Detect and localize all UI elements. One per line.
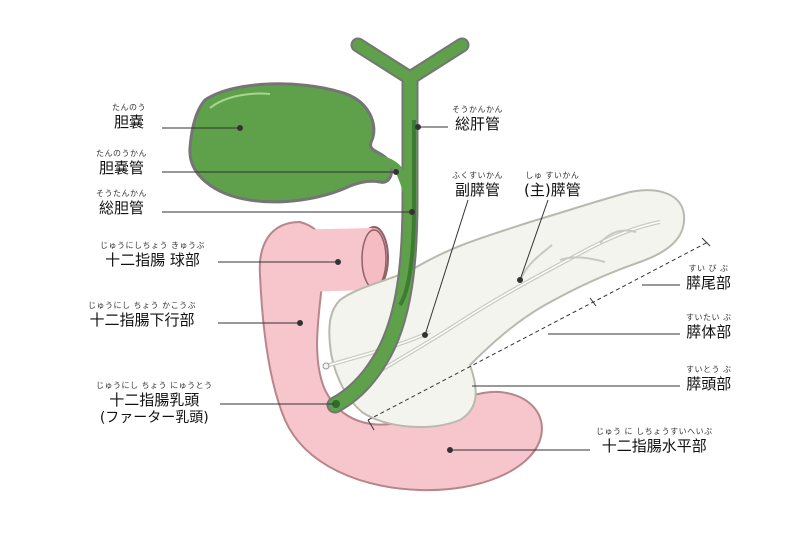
label-cystic-duct: たんのうかん 胆嚢管 bbox=[96, 150, 147, 176]
duodenum-shape bbox=[258, 220, 543, 492]
duodenal-bulb-tube bbox=[285, 228, 372, 292]
text-pancreatic-tail: 膵尾部 bbox=[686, 274, 732, 292]
region-dashed-line bbox=[367, 241, 709, 421]
leader-lines bbox=[162, 124, 680, 453]
leader-cystic-duct-dot bbox=[393, 169, 399, 175]
ruby-pancreatic-head: すいとう ぶ bbox=[686, 365, 732, 374]
ruby-duodenal-bulb: じゅうにしちょう きゅうぶ bbox=[100, 241, 206, 250]
ruby-descending-duodenum: じゅうにし ちょう かこうぶ bbox=[88, 301, 197, 310]
region-tick-2 bbox=[589, 297, 597, 307]
pancreas-shape bbox=[328, 189, 686, 428]
text-pancreatic-body: 膵体部 bbox=[686, 323, 732, 341]
leader-horizontal-duodenum-dot bbox=[447, 447, 453, 453]
text-main-pancreatic-duct: (主)膵管 bbox=[524, 181, 581, 199]
common-bile-duct-fill bbox=[328, 71, 417, 412]
label-duodenal-papilla: じゅうにし ちょう にゅうとう 十二指腸乳頭 (ファーター乳頭) bbox=[96, 381, 213, 426]
label-duodenal-bulb: じゅうにしちょう きゅうぶ 十二指腸 球部 bbox=[100, 242, 205, 268]
label-descending-duodenum: じゅうにし ちょう かこうぶ 十二指腸下行部 bbox=[88, 302, 196, 328]
leader-duodenal-bulb-dot bbox=[335, 259, 341, 265]
label-main-pancreatic-duct: しゅ すいかん (主)膵管 bbox=[524, 172, 581, 198]
text-common-hepatic-duct: 総肝管 bbox=[454, 115, 500, 133]
text-duodenal-bulb: 十二指腸 球部 bbox=[105, 251, 200, 269]
duct-branch-3 bbox=[599, 229, 637, 244]
text-cystic-duct: 胆嚢管 bbox=[98, 159, 144, 177]
ruby-pancreatic-tail: すい び ぶ bbox=[688, 264, 729, 273]
cystic-duct bbox=[371, 155, 414, 206]
text-horizontal-duodenum: 十二指腸水平部 bbox=[601, 437, 707, 455]
duct-branch-2 bbox=[559, 256, 606, 263]
ruby-common-bile-duct: そうたんかん bbox=[96, 189, 147, 198]
label-horizontal-duodenum: じゅう に しちょうすいへいぶ 十二指腸水平部 bbox=[596, 428, 713, 454]
ruby-duodenal-papilla: じゅうにし ちょう にゅうとう bbox=[96, 381, 213, 390]
text-accessory-pancreatic-duct: 副膵管 bbox=[454, 181, 500, 199]
main-pancreatic-duct-inner bbox=[344, 221, 661, 393]
subtext-duodenal-papilla: (ファーター乳頭) bbox=[99, 410, 209, 426]
leader-hepatic-duct-dot bbox=[415, 124, 421, 130]
text-duodenal-papilla: 十二指腸乳頭 bbox=[109, 391, 200, 409]
label-pancreatic-tail: すい び ぶ 膵尾部 bbox=[686, 265, 731, 291]
label-accessory-pancreatic-duct: ふくすいかん 副膵管 bbox=[452, 172, 503, 198]
leader-accessory-duct bbox=[424, 199, 469, 336]
leader-accessory-duct-dot bbox=[422, 332, 428, 338]
text-gallbladder: 胆嚢 bbox=[113, 113, 144, 131]
text-descending-duodenum: 十二指腸下行部 bbox=[89, 311, 195, 329]
ruby-common-hepatic-duct: そうかんかん bbox=[452, 105, 503, 114]
hepatic-duct-left-fill bbox=[352, 39, 416, 84]
label-pancreatic-body: すいたい ぶ 膵体部 bbox=[686, 314, 732, 340]
leader-main-duct-dot bbox=[517, 277, 523, 283]
leader-common-bile-duct-dot bbox=[409, 209, 415, 215]
duodenal-bulb-rim bbox=[361, 229, 387, 289]
minor-papilla bbox=[322, 362, 330, 370]
ruby-horizontal-duodenum: じゅう に しちょうすいへいぶ bbox=[596, 427, 713, 436]
ruby-pancreatic-body: すいたい ぶ bbox=[686, 313, 732, 322]
leader-gallbladder-dot bbox=[237, 125, 243, 131]
ruby-main-pancreatic-duct: しゅ すいかん bbox=[525, 171, 580, 180]
ruby-accessory-pancreatic-duct: ふくすいかん bbox=[452, 171, 503, 180]
ruby-cystic-duct: たんのうかん bbox=[96, 149, 147, 158]
papilla-dot bbox=[332, 400, 340, 408]
region-tick-3 bbox=[701, 237, 711, 247]
region-tick-1 bbox=[367, 419, 375, 431]
leader-main-duct bbox=[519, 199, 549, 281]
label-pancreatic-head: すいとう ぶ 膵頭部 bbox=[686, 366, 732, 392]
hepatic-duct-right-fill bbox=[404, 39, 468, 84]
text-common-bile-duct: 総胆管 bbox=[98, 199, 144, 217]
gallbladder-highlight bbox=[209, 92, 271, 109]
ruby-gallbladder: たんのう bbox=[112, 103, 146, 112]
label-common-bile-duct: そうたんかん 総胆管 bbox=[96, 190, 147, 216]
leader-descending-duodenum-dot bbox=[297, 320, 303, 326]
label-gallbladder: たんのう 胆嚢 bbox=[112, 104, 146, 130]
label-common-hepatic-duct: そうかんかん 総肝管 bbox=[452, 106, 503, 132]
text-pancreatic-head: 膵頭部 bbox=[686, 375, 732, 393]
